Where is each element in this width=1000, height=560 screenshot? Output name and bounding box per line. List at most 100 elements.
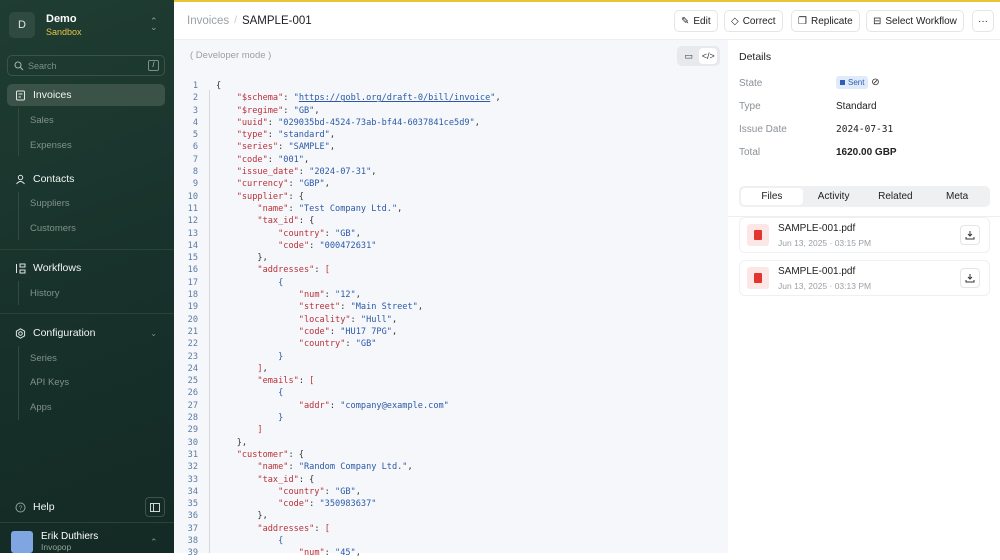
user-menu[interactable]: Erik Duthiers Invopop: [11, 531, 98, 553]
sidebar-item-expenses[interactable]: Expenses: [30, 140, 72, 151]
line-number: 15: [187, 253, 198, 264]
json-punct: [216, 93, 237, 103]
total-label: Total: [739, 147, 761, 158]
sidebar-item-apps[interactable]: Apps: [30, 402, 52, 413]
collapse-sidebar-button[interactable]: [145, 497, 165, 517]
download-button[interactable]: [960, 225, 980, 245]
json-key: "addresses": [257, 265, 315, 276]
correct-button[interactable]: ◇Correct: [724, 10, 783, 32]
json-punct: :: [340, 302, 351, 313]
sidebar-item-sales[interactable]: Sales: [30, 115, 54, 126]
json-punct: ,: [355, 290, 361, 301]
json-punct: [216, 487, 278, 497]
json-string: "GB": [335, 486, 356, 497]
view-toggle[interactable]: ▭ </>: [677, 46, 720, 66]
sidebar-item-invoices[interactable]: Invoices: [7, 84, 165, 106]
code-text: {: [216, 535, 283, 547]
chevron-up-icon[interactable]: ⌃: [150, 537, 158, 547]
json-punct: :: [267, 117, 279, 128]
sidebar-item-contacts[interactable]: Contacts: [7, 168, 165, 190]
code-line: 37 "addresses": [: [174, 523, 728, 535]
preview-view-button[interactable]: ▭: [684, 50, 693, 61]
search-box[interactable]: /: [7, 55, 165, 76]
line-number: 20: [187, 314, 198, 325]
line-number: 17: [187, 277, 198, 288]
json-string: {: [278, 277, 284, 288]
code-text: "country": "GB",: [216, 228, 361, 240]
json-code-viewer[interactable]: 1{2 "$schema": "https://gobl.org/draft-0…: [174, 80, 728, 560]
breadcrumb-invoices[interactable]: Invoices: [187, 14, 230, 27]
code-text: "num": "45",: [216, 547, 361, 559]
total-value: 1620.00 GBP: [836, 147, 897, 158]
json-punct: },: [236, 437, 248, 448]
code-view-button[interactable]: </>: [699, 48, 718, 64]
file-item[interactable]: SAMPLE-001.pdf Jun 13, 2025 · 03:13 PM: [739, 260, 990, 296]
sidebar-item-label: Contacts: [33, 173, 75, 185]
more-icon: ···: [978, 15, 988, 27]
tab-meta[interactable]: Meta: [946, 191, 969, 202]
code-line: 15 },: [174, 252, 728, 264]
edit-label: Edit: [693, 15, 711, 27]
json-string: "45": [335, 548, 356, 559]
code-text: {: [216, 387, 283, 399]
json-punct: [216, 290, 299, 300]
search-input[interactable]: [28, 60, 138, 71]
sidebar-item-suppliers[interactable]: Suppliers: [30, 198, 70, 209]
schema-link[interactable]: https://gobl.org/draft-0/bill/invoice: [298, 93, 491, 104]
json-punct: [216, 524, 257, 534]
workflow-icon: ⊟: [873, 15, 882, 27]
json-punct: ,: [262, 363, 268, 374]
json-punct: [216, 536, 278, 546]
json-punct: : {: [288, 191, 304, 202]
code-line: 32 "name": "Random Company Ltd.",: [174, 461, 728, 473]
json-key: "addr": [298, 400, 330, 411]
file-date: Jun 13, 2025 · 03:15 PM: [778, 238, 872, 248]
json-punct: {: [216, 81, 222, 91]
json-punct: [216, 511, 257, 521]
code-line: 35 "code": "350983637": [174, 498, 728, 510]
details-title: Details: [739, 51, 772, 63]
help-icon: ?: [15, 502, 26, 512]
chevron-up-down-icon[interactable]: ⌃⌄: [150, 16, 158, 32]
sidebar-item-label: Invoices: [33, 89, 72, 101]
tab-files[interactable]: Files: [741, 188, 803, 205]
sidebar-item-series[interactable]: Series: [30, 353, 57, 364]
more-button[interactable]: ···: [972, 10, 994, 32]
sidebar-item-api-keys[interactable]: API Keys: [30, 377, 70, 388]
tab-activity[interactable]: Activity: [817, 191, 850, 202]
gear-icon: [15, 327, 26, 339]
json-punct: :: [314, 265, 325, 276]
json-string: "standard": [278, 130, 330, 141]
replicate-button[interactable]: ❐Replicate: [791, 10, 860, 32]
line-number: 32: [187, 462, 198, 473]
code-text: },: [216, 252, 268, 264]
tab-related[interactable]: Related: [878, 191, 913, 202]
file-item[interactable]: SAMPLE-001.pdf Jun 13, 2025 · 03:15 PM: [739, 217, 990, 253]
contacts-icon: [16, 174, 25, 184]
search-shortcut: /: [148, 60, 159, 71]
json-key: "name": [257, 462, 289, 473]
code-line: 5 "type": "standard",: [174, 129, 728, 141]
json-string: "SAMPLE": [288, 142, 330, 153]
json-key: "name": [257, 203, 289, 214]
sidebar-item-configuration[interactable]: Configuration ⌄: [7, 322, 165, 344]
line-number: 7: [192, 154, 198, 165]
code-line: 17 {: [174, 277, 728, 289]
json-key: "issue_date": [236, 167, 299, 178]
sidebar-item-history[interactable]: History: [30, 288, 60, 299]
json-key: "num": [298, 548, 325, 559]
edit-button[interactable]: ✎Edit: [674, 10, 718, 32]
org-switcher[interactable]: D Demo Sandbox: [9, 12, 82, 38]
code-line: 28 }: [174, 412, 728, 424]
sidebar-item-help[interactable]: ? Help: [7, 496, 165, 518]
download-button[interactable]: [960, 268, 980, 288]
code-text: "code": "HU17 7PG",: [216, 326, 397, 338]
code-line: 14 "code": "000472631": [174, 240, 728, 252]
json-punct: },: [257, 253, 268, 264]
sidebar-item-workflows[interactable]: Workflows: [7, 257, 165, 279]
select-workflow-button[interactable]: ⊟Select Workflow: [866, 10, 964, 32]
search-icon: [14, 60, 24, 70]
breadcrumb-separator: /: [234, 15, 237, 26]
sidebar-item-customers[interactable]: Customers: [30, 223, 76, 234]
line-number: 38: [187, 535, 198, 546]
